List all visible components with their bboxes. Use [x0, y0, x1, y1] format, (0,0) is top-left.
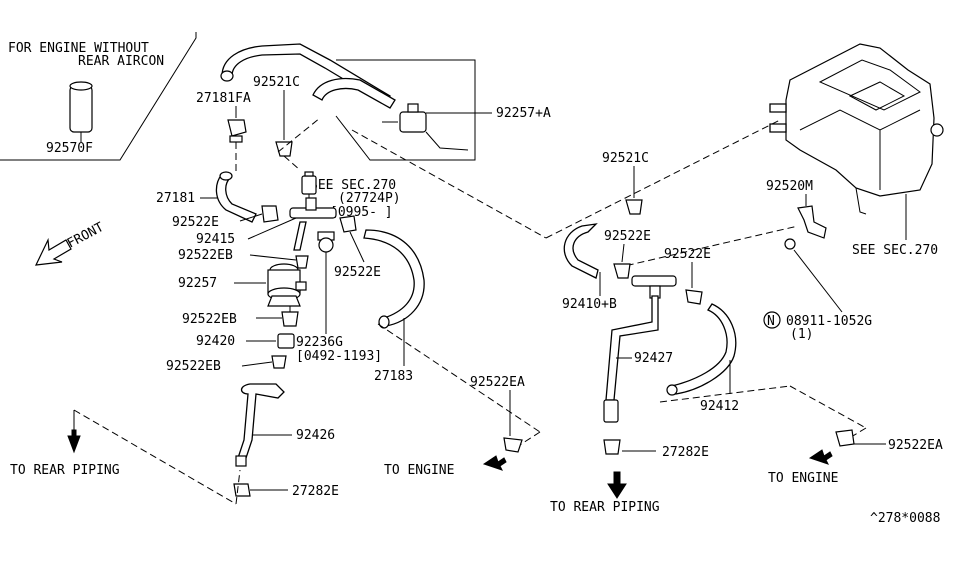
label-92522EB-2: 92522EB [182, 312, 237, 327]
label-92415: 92415 [196, 232, 235, 247]
nut-letter: N [767, 314, 775, 329]
inset-title-line2: REAR AIRCON [78, 54, 164, 69]
hose-27183 [363, 229, 425, 329]
label-92426: 92426 [296, 428, 335, 443]
label-nut-part: 08911-1052G [786, 314, 872, 329]
to-engine-right: TO ENGINE [768, 471, 838, 486]
nut-icon [784, 238, 796, 250]
label-27181FA: 27181FA [196, 91, 251, 106]
arrow-engine-left-icon [482, 455, 507, 471]
solenoid-92257A-icon [382, 103, 469, 151]
label-92412: 92412 [700, 399, 739, 414]
inset-box: FOR ENGINE WITHOUT REAR AIRCON 92570F [0, 32, 197, 161]
label-27282E-right: 27282E [662, 445, 709, 460]
label-92522E-4: 92522E [664, 247, 711, 262]
clip-92521C-left-icon [275, 141, 293, 157]
label-92410B: 92410+B [562, 297, 617, 312]
to-rear-piping-right: TO REAR PIPING [550, 500, 660, 515]
label-92521C-right: 92521C [602, 151, 649, 166]
label-92522E-1: 92522E [172, 215, 219, 230]
nut-callout-circle [763, 311, 781, 329]
hose-92410B [563, 223, 599, 279]
label-92522EA-left: 92522EA [470, 375, 525, 390]
label-92257: 92257 [178, 276, 217, 291]
label-92420: 92420 [196, 334, 235, 349]
bracket-92520M-icon [797, 205, 827, 239]
label-27181: 27181 [156, 191, 195, 206]
label-92570F: 92570F [46, 141, 93, 156]
label-27183: 27183 [374, 369, 413, 384]
see-sec270-right: SEE SEC.270 [852, 243, 938, 258]
arrow-down-right-icon [607, 471, 627, 499]
label-92522EB-1: 92522EB [178, 248, 233, 263]
label-92257A: 92257+A [496, 106, 551, 121]
label-92520M: 92520M [766, 179, 813, 194]
clip-27282E-right-icon [603, 439, 621, 455]
vacuum-hose-top [220, 43, 396, 109]
hose-92426 [235, 383, 285, 467]
t-fitting-92415-icon [289, 197, 337, 219]
label-92522E-2: 92522E [334, 265, 381, 280]
label-92236G: 92236G [296, 335, 343, 350]
label-92522EA-right: 92522EA [888, 438, 943, 453]
connector-92420-icon [277, 333, 295, 349]
clip-92522E-3-icon [613, 263, 631, 279]
clip-92521C-right-icon [625, 199, 643, 215]
clip-92522EA-left-icon [503, 437, 523, 453]
check-valve-92236G-icon [317, 231, 335, 253]
clip-92522E-4-icon [685, 289, 703, 305]
arrow-engine-right-icon [808, 449, 833, 465]
clip-92522E-2-icon [339, 215, 357, 233]
to-rear-piping-left: TO REAR PIPING [10, 463, 120, 478]
diagram-code: ^278*0088 [870, 511, 940, 526]
front-arrow-icon [34, 237, 72, 266]
label-27282E-left: 27282E [292, 484, 339, 499]
t-fitting-right-icon [631, 275, 677, 299]
date-0995: [0995- ] [330, 205, 393, 220]
engine-block-icon [769, 43, 944, 215]
label-92522EB-3: 92522EB [166, 359, 221, 374]
see-sec270-left: SEE SEC.270 [310, 178, 396, 193]
front-label: FRONT [65, 220, 107, 252]
date-0492: [0492-1193] [296, 349, 382, 364]
label-27724P: (27724P) [338, 191, 401, 206]
to-engine-left: TO ENGINE [384, 463, 454, 478]
label-92521C-left: 92521C [253, 75, 300, 90]
label-92522E-3: 92522E [604, 229, 651, 244]
inset-title-line1: FOR ENGINE WITHOUT [8, 41, 149, 56]
clip-27181FA-icon [227, 119, 247, 143]
arrow-down-left-icon [67, 410, 81, 454]
label-nut-qty: (1) [790, 327, 813, 342]
clip-27282E-left-icon [233, 483, 251, 497]
sensor-fitting-icon [301, 171, 317, 195]
canister-92257-icon [267, 263, 307, 307]
hose-92427 [603, 295, 659, 423]
label-92427: 92427 [634, 351, 673, 366]
hose-92412 [666, 303, 737, 396]
clip-92522EA-right-icon [835, 429, 855, 447]
pipe-92570F-icon [69, 81, 93, 133]
